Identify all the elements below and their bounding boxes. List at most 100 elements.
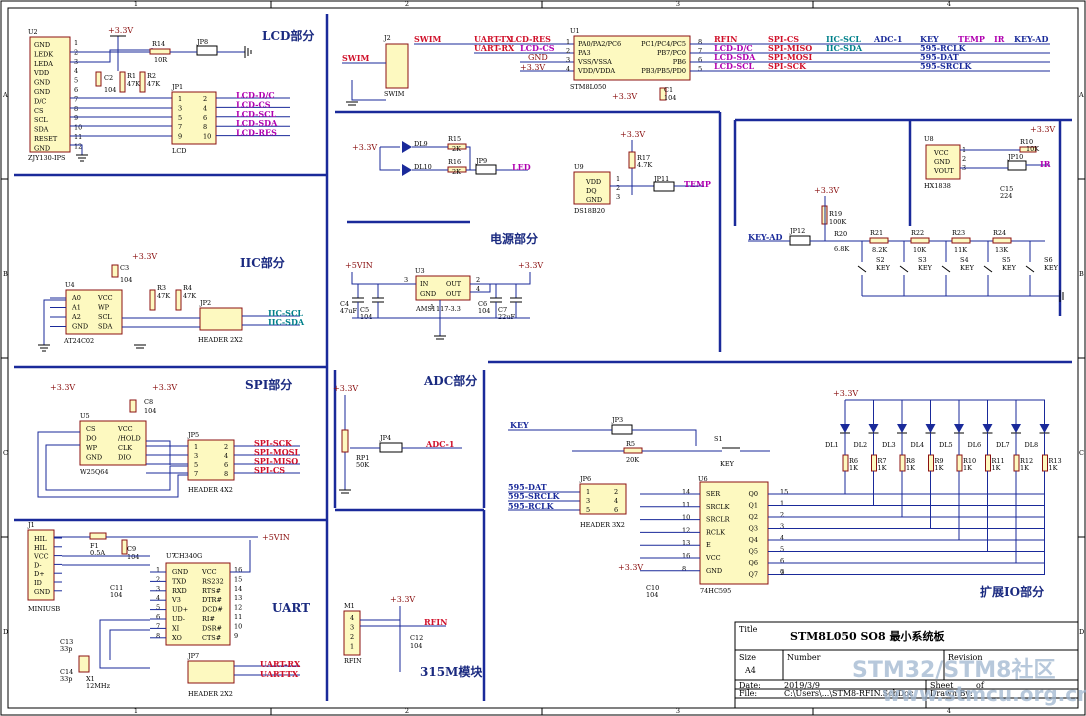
lcd-pin-number: 8 <box>74 105 78 113</box>
pin-number: 1 <box>780 500 784 508</box>
regulator-pin: OUT <box>446 290 462 298</box>
mcu-pin: PA3 <box>578 49 591 57</box>
svg-text:33p: 33p <box>60 645 72 653</box>
zone-col-top: 3 <box>676 0 680 8</box>
svg-text:A4: A4 <box>744 666 756 675</box>
svg-text:IR: IR <box>1040 159 1051 169</box>
pin-number: 9 <box>780 569 784 577</box>
rf-module <box>343 610 361 656</box>
svg-text:C1: C1 <box>664 86 673 94</box>
lcd-pin-name: RESET <box>34 135 58 143</box>
svg-text:595-SRCLK: 595-SRCLK <box>508 491 560 501</box>
svg-text:C8: C8 <box>144 398 153 406</box>
svg-text:C:\Users\...\STM8-RFIN.SchDoc: C:\Users\...\STM8-RFIN.SchDoc <box>784 689 914 698</box>
usb-pin: ID <box>34 579 42 587</box>
ds18b20-pin: GND <box>586 196 602 204</box>
zone-col-bottom: 1 <box>134 707 138 715</box>
mcu-net-label: SPI-SCK <box>768 61 807 71</box>
mcu-pin-number: 7 <box>698 47 702 55</box>
svg-text:Date:: Date: <box>739 681 761 690</box>
svg-text:47K: 47K <box>147 80 160 88</box>
zone-row-right: B <box>1079 270 1084 278</box>
svg-text:J1: J1 <box>27 521 35 529</box>
header-pin: 7 <box>178 123 182 131</box>
ladder-resistor <box>869 237 889 244</box>
resistor-ref: R22 <box>911 229 924 237</box>
pin-number: 13 <box>682 539 690 547</box>
led-resistor <box>842 454 849 472</box>
svg-text:R19: R19 <box>829 210 842 218</box>
flash-pin: /HOLD <box>118 435 141 443</box>
zone-row-left: A <box>2 91 8 99</box>
svg-text:AT24C02: AT24C02 <box>63 337 94 345</box>
hx1838-pin: VOUT <box>933 167 954 175</box>
svg-text:104: 104 <box>664 94 676 102</box>
svg-text:CH340G: CH340G <box>174 552 202 560</box>
ch340-pin-number: 1 <box>156 566 160 574</box>
led-resistor <box>956 454 963 472</box>
mcu-pin-number: 6 <box>698 56 702 64</box>
lcd-pin-number: 12 <box>74 142 82 150</box>
swim-header <box>385 43 409 89</box>
cap-ref: C5 <box>360 306 369 314</box>
pin-number: 1 <box>616 175 620 183</box>
spi-net-label: SPI-SCK <box>254 438 293 448</box>
wire <box>434 335 446 340</box>
ch340-pin: V3 <box>171 596 181 604</box>
ch340-pin: DCD# <box>202 606 223 614</box>
svg-text:100K: 100K <box>829 218 846 226</box>
svg-text:JP4: JP4 <box>379 434 391 442</box>
resistor-value: 8.2K <box>872 246 887 254</box>
lcd-pin-name: LEDK <box>34 50 53 58</box>
switch-ref: S5 <box>1002 256 1011 264</box>
mcu-pin: VDD/VDDA <box>577 67 615 75</box>
header-pin: 9 <box>178 133 182 141</box>
lcd-pin-name: CS <box>34 107 43 115</box>
svg-text:+3.3V: +3.3V <box>618 563 643 572</box>
pin-number: 2 <box>962 155 966 163</box>
svg-text:LCD-CS: LCD-CS <box>520 43 555 53</box>
section-title-io: 扩展IO部分 <box>980 584 1044 599</box>
hc595-pin: SRCLK <box>706 503 730 511</box>
svg-text:DL9: DL9 <box>414 140 428 148</box>
ch340-pin-number: 3 <box>156 585 160 593</box>
eeprom-pin: GND <box>72 323 88 331</box>
flash-pin: VCC <box>117 425 133 433</box>
svg-text:20K: 20K <box>626 456 639 464</box>
hc595-pin: SER <box>706 490 721 498</box>
mcu-net-label: KEY-AD <box>1014 34 1048 44</box>
mcu-net-label: SPI-MOSI <box>768 52 812 62</box>
watermark-url: www.stmcu.org.cn <box>882 682 1086 706</box>
zone-col-bottom: 3 <box>676 707 680 715</box>
resistor-ref: R9 <box>935 457 944 465</box>
svg-text:HEADER 4X2: HEADER 4X2 <box>188 486 233 494</box>
resistor-value: 1K <box>849 464 858 472</box>
mcu-net-label: 595-RCLK <box>920 43 967 53</box>
rf-pin: 4 <box>350 614 354 622</box>
io-circuit: KEY JP3 R5 20K S1 KEY 595-DAT 595-SRCLK … <box>508 389 1062 599</box>
led-ref: DL2 <box>854 441 868 449</box>
zone-row-right: C <box>1079 449 1084 457</box>
svg-text:C14: C14 <box>60 668 73 676</box>
cap-value: 47uF <box>340 307 357 315</box>
regulator-pin: IN <box>420 280 429 288</box>
resistor-ref: R11 <box>992 457 1005 465</box>
svg-text:ADC-1: ADC-1 <box>425 439 454 449</box>
led-indicator <box>1039 424 1050 433</box>
svg-text:R4: R4 <box>183 284 192 292</box>
svg-text:UART-RX: UART-RX <box>474 43 515 53</box>
adc-circuit: +3.3V RP1 50K JP4 ADC-1 <box>333 384 462 494</box>
svg-text:SWIM: SWIM <box>384 90 405 98</box>
lcd-pin-number: 5 <box>74 77 78 85</box>
lcd-pin-name: VDD <box>33 69 49 77</box>
wire <box>62 555 150 566</box>
svg-text:HEADER 3X2: HEADER 3X2 <box>580 521 625 529</box>
lcd-net-label: LCD-CS <box>236 99 271 109</box>
ds18b20 <box>573 171 611 205</box>
svg-text:Sheet: Sheet <box>930 681 954 690</box>
ladder-resistor <box>992 237 1012 244</box>
